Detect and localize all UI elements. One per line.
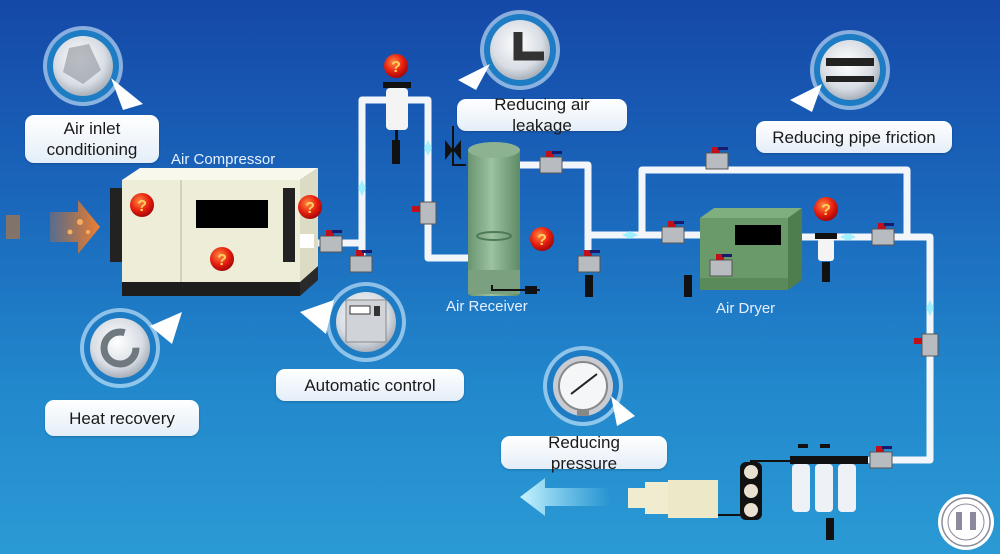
valve: [661, 221, 685, 244]
equipment-label-air-receiver: Air Receiver: [446, 298, 528, 315]
measure-label-text: Reducing air leakage: [494, 95, 590, 135]
hotspot-badge: ?: [298, 195, 322, 219]
control-panel-icon: [300, 282, 406, 362]
dryer-outlet-filter: [815, 233, 837, 282]
valve: [412, 201, 437, 225]
valve: [709, 254, 733, 277]
svg-text:?: ?: [391, 59, 401, 76]
pressure-gauge-icon: [543, 346, 635, 426]
svg-text:?: ?: [537, 232, 547, 249]
hotspot-badge: ?: [130, 193, 154, 217]
hotspot-badge: ?: [384, 54, 408, 78]
flow-sparkles: [358, 140, 934, 316]
filter-regulator-unit: [750, 444, 868, 512]
measure-label-text: Automatic control: [304, 375, 436, 395]
svg-text:?: ?: [821, 202, 831, 219]
hotspot-badge: ?: [210, 247, 234, 271]
pipe-elbow-icon: [458, 10, 560, 90]
air-dryer[interactable]: [700, 208, 802, 290]
hotspot-badge: ?: [530, 227, 554, 251]
air-intake-arrow: [6, 200, 100, 254]
measure-icons[interactable]: [43, 10, 890, 426]
equipment-label-air-dryer: Air Dryer: [716, 300, 776, 317]
measure-label-heat-recovery[interactable]: Heat recovery: [45, 400, 199, 436]
hose-coil: [718, 462, 762, 520]
air-receiver[interactable]: [468, 142, 540, 296]
safety-valve: [445, 126, 466, 166]
valve: [349, 250, 373, 273]
valve: [705, 147, 729, 170]
pipe-icon: [790, 30, 890, 112]
measure-label-air-inlet[interactable]: Air inlet conditioning: [25, 115, 159, 163]
air-tool: [628, 480, 718, 518]
university-seal-icon: [938, 494, 994, 550]
measure-label-automatic-control[interactable]: Automatic control: [276, 369, 464, 401]
hotspots[interactable]: ? ? ? ? ? ?: [130, 54, 838, 271]
svg-text:?: ?: [305, 200, 315, 217]
measure-label-text: Heat recovery: [69, 408, 175, 428]
valves[interactable]: [319, 147, 939, 469]
drain-outlets: [585, 275, 834, 540]
measure-label-text: Reducing pressure: [548, 432, 620, 473]
measure-label-text: Reducing pipe friction: [772, 127, 936, 147]
valve: [869, 446, 893, 469]
air-compressor[interactable]: [110, 168, 318, 296]
air-outflow-arrow: [520, 478, 610, 516]
air-filter-icon: [43, 26, 143, 110]
valve: [914, 333, 939, 357]
hotspot-badge: ?: [814, 197, 838, 221]
recycle-arrow-icon: [80, 308, 182, 388]
measure-label-pressure[interactable]: Reducing pressure: [501, 433, 667, 473]
svg-text:?: ?: [137, 198, 147, 215]
valve: [871, 223, 895, 246]
measure-label-line: Air inlet: [63, 119, 121, 138]
measure-label-pipe-friction[interactable]: Reducing pipe friction: [756, 121, 952, 153]
measure-label-line: conditioning: [46, 140, 138, 159]
valve: [319, 230, 343, 253]
equipment-label-air-compressor: Air Compressor: [171, 151, 276, 168]
measure-label-air-leakage[interactable]: Reducing air leakage: [457, 95, 627, 135]
valve: [577, 250, 601, 273]
valve: [539, 151, 563, 174]
inline-filter: [383, 82, 411, 164]
svg-text:?: ?: [217, 252, 227, 269]
